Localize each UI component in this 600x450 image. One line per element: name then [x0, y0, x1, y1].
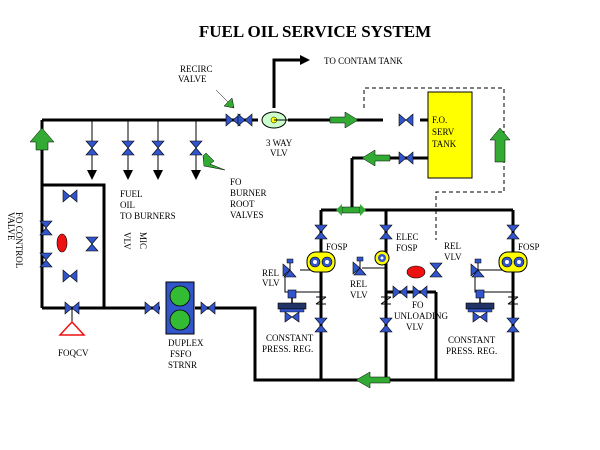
fuel-oil-label-1: FUEL [120, 189, 143, 199]
rel-valve-mid[interactable] [352, 256, 367, 276]
fosp-left-discharge-valve[interactable] [314, 317, 328, 333]
fo-control-valve-top[interactable] [62, 189, 78, 203]
root-valves-label-2: BURNER [230, 188, 267, 198]
to-contam-tank-label: TO CONTAM TANK [324, 56, 403, 66]
mic-valve-label-1: MIC [138, 232, 148, 249]
mic-valve-label-2: VLV [122, 232, 132, 250]
mic-valve[interactable] [85, 236, 99, 252]
fo-unloading-label-2: UNLOADING [394, 311, 448, 321]
elec-fosp-pump[interactable] [374, 250, 390, 266]
fo-unloading-valve-a[interactable] [392, 285, 408, 299]
constant-press-reg-left[interactable] [277, 289, 307, 323]
duplex-label-3: STRNR [168, 360, 197, 370]
cpr-right-label-2: PRESS. REG. [446, 346, 497, 356]
root-valves-label-3: ROOT [230, 199, 255, 209]
foqcv-actuator-icon [58, 320, 86, 336]
fo-control-indicator [56, 233, 68, 253]
rel-valve-right[interactable] [470, 258, 485, 278]
elec-fosp-label-2: FOSP [396, 243, 418, 253]
cpr-left-label-2: PRESS. REG. [262, 344, 313, 354]
serv-tank-label-2: SERV [432, 127, 455, 137]
fo-serv-tank [427, 91, 473, 179]
recirc-valve[interactable] [225, 113, 253, 127]
fosp-left-suction-valve[interactable] [314, 224, 328, 240]
fosp-right-pump[interactable] [498, 251, 528, 273]
foqcv-label: FOQCV [58, 348, 89, 358]
strainer-inlet-valve[interactable] [144, 301, 160, 315]
fuel-oil-label-2: OIL [120, 200, 135, 210]
cpr-right-label-1: CONSTANT [448, 335, 496, 345]
three-way-label-1: 3 WAY [266, 138, 293, 148]
unloading-bypass-valve[interactable] [429, 262, 443, 278]
fosp-right-discharge-valve[interactable] [506, 317, 520, 333]
fosp-left-label: FOSP [326, 242, 348, 252]
contam-arrow-head [300, 55, 310, 65]
duplex-label-1: DUPLEX [168, 338, 204, 348]
rel-vlv-left-label-2: VLV [262, 278, 280, 288]
root-valves-label-1: FO [230, 177, 242, 187]
burner-root-valve-4[interactable] [189, 140, 203, 156]
recirc-valve-label-2: VALVE [178, 74, 207, 84]
burner-root-valve-3[interactable] [151, 140, 165, 156]
three-way-valve[interactable] [261, 111, 292, 129]
fo-unloading-label-3: VLV [406, 322, 424, 332]
rel-vlv-left-label-1: REL [262, 268, 279, 278]
elec-fosp-label-1: ELEC [396, 232, 419, 242]
rel-valve-left[interactable] [282, 258, 297, 278]
strainer-outlet-valve[interactable] [200, 301, 216, 315]
rel-vlv-mid-label-2: VLV [350, 290, 368, 300]
fo-control-label-2: VALVE [6, 212, 16, 241]
serv-tank-inlet-valve[interactable] [398, 113, 414, 127]
root-valves-label-4: VALVES [230, 210, 264, 220]
fo-unloading-label-1: FO [412, 300, 424, 310]
fo-control-label-1: FO CONTROL [14, 212, 24, 268]
burner-flow-arrows [87, 170, 201, 180]
serv-tank-outlet-valve[interactable] [398, 151, 414, 165]
recirc-valve-label-1: RECIRC [180, 64, 213, 74]
cpr-left-label-1: CONSTANT [266, 333, 314, 343]
rel-vlv-mid-label-1: REL [350, 279, 367, 289]
fo-unloading-valve-b[interactable] [412, 285, 428, 299]
fo-control-valve-bottom[interactable] [62, 269, 78, 283]
flow-arrows [29, 89, 511, 389]
duplex-label-2: FSFO [170, 349, 192, 359]
elec-fosp-discharge-valve[interactable] [379, 317, 393, 333]
burner-root-valve-2[interactable] [121, 140, 135, 156]
rel-vlv-right-label-1: REL [444, 241, 461, 251]
fosp-right-label: FOSP [518, 242, 540, 252]
fosp-right-suction-valve[interactable] [506, 224, 520, 240]
elec-fosp-suction-valve[interactable] [379, 224, 393, 240]
burner-root-valve-1[interactable] [85, 140, 99, 156]
serv-tank-label-1: F.O. [432, 115, 447, 125]
serv-tank-label-3: TANK [432, 139, 457, 149]
page-title: FUEL OIL SERVICE SYSTEM [199, 22, 431, 41]
three-way-label-2: VLV [270, 148, 288, 158]
constant-press-reg-right[interactable] [465, 289, 495, 323]
unloading-indicator [406, 265, 426, 279]
fuel-oil-label-3: TO BURNERS [120, 211, 176, 221]
rel-vlv-right-label-2: VLV [444, 252, 462, 262]
fosp-left-pump[interactable] [306, 251, 336, 273]
duplex-strainer[interactable] [165, 281, 195, 335]
